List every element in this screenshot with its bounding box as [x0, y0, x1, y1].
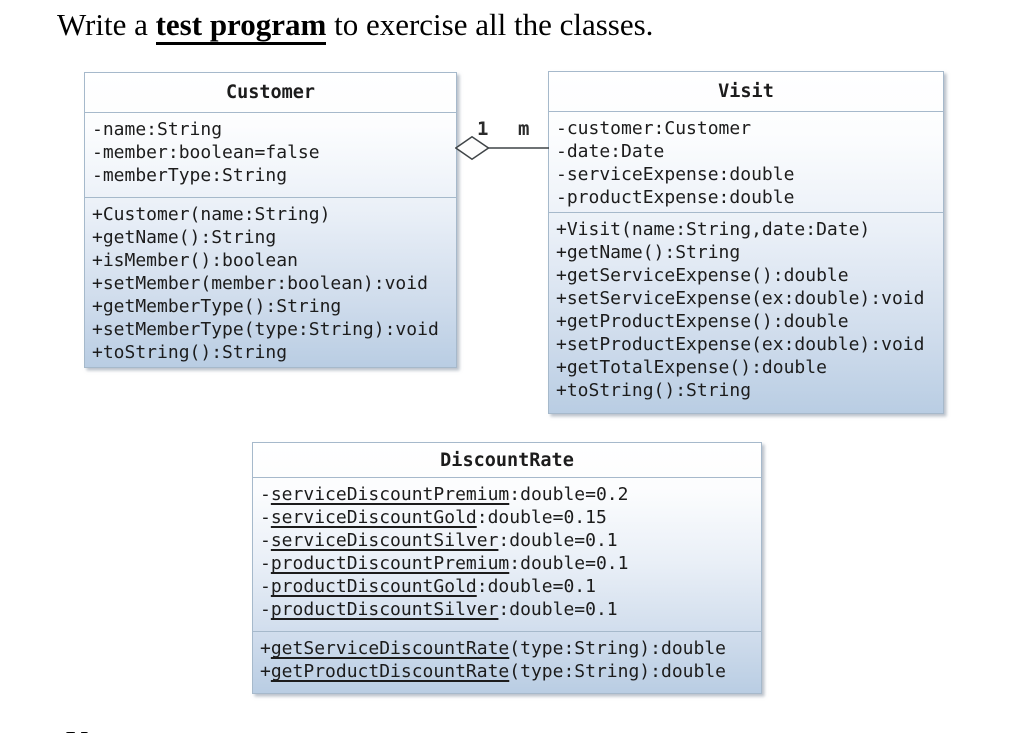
- class-member-line: -customer:Customer: [556, 118, 752, 139]
- class-title-customer: Customer: [225, 82, 316, 103]
- class-member-line: +getTotalExpense():double: [556, 357, 827, 378]
- multiplicity-label-visit: m: [518, 118, 530, 140]
- aggregation-connector: [455, 135, 549, 161]
- class-member-line: +setMemberType(type:String):void: [92, 319, 439, 340]
- class-member-line: -serviceDiscountSilver:double=0.1: [260, 530, 618, 551]
- class-methods-discountrate: +getServiceDiscountRate(type:String):dou…: [253, 631, 761, 693]
- class-methods-customer: +Customer(name:String)+getName():String+…: [85, 197, 456, 367]
- class-attributes-visit: -customer:Customer-date:Date-serviceExpe…: [549, 111, 943, 212]
- class-member-line: -serviceDiscountPremium:double=0.2: [260, 484, 629, 505]
- class-attributes-discountrate: -serviceDiscountPremium:double=0.2-servi…: [253, 477, 761, 631]
- class-member-line: +setServiceExpense(ex:double):void: [556, 288, 925, 309]
- class-member-line: +getServiceDiscountRate(type:String):dou…: [260, 638, 727, 659]
- heading-text-pre: Write a: [57, 7, 156, 42]
- aggregation-diamond-icon: [455, 135, 490, 161]
- class-member-line: +toString():String: [92, 342, 288, 363]
- class-member-line: -member:boolean=false: [92, 142, 320, 163]
- class-title-visit: Visit: [718, 81, 774, 102]
- class-member-line: +Visit(name:String,date:Date): [556, 219, 871, 240]
- class-attributes-customer: -name:String-member:boolean=false-member…: [85, 112, 456, 197]
- class-methods-visit: +Visit(name:String,date:Date)+getName():…: [549, 212, 943, 413]
- class-member-line: +getName():String: [556, 242, 741, 263]
- class-member-line: -productDiscountPremium:double=0.1: [260, 553, 629, 574]
- class-member-line: +toString():String: [556, 380, 752, 401]
- class-box-customer: Customer -name:String-member:boolean=fal…: [84, 72, 457, 368]
- class-member-line: -memberType:String: [92, 165, 288, 186]
- class-member-line: +getProductExpense():double: [556, 311, 849, 332]
- multiplicity-label-customer: 1: [477, 118, 489, 140]
- class-member-line: -productDiscountGold:double=0.1: [260, 576, 596, 597]
- class-box-discountrate: DiscountRate -serviceDiscountPremium:dou…: [252, 442, 762, 694]
- class-title-discountrate: DiscountRate: [440, 449, 574, 471]
- class-member-line: -date:Date: [556, 141, 665, 162]
- heading-text-post: to exercise all the classes.: [326, 7, 654, 42]
- class-box-visit: Visit -customer:Customer-date:Date-servi…: [548, 71, 944, 414]
- clipped-bottom-text: You: [66, 724, 116, 733]
- class-member-line: +setProductExpense(ex:double):void: [556, 334, 925, 355]
- class-member-line: +setMember(member:boolean):void: [92, 273, 428, 294]
- class-member-line: +getMemberType():String: [92, 296, 342, 317]
- heading-emphasis: test program: [155, 7, 327, 45]
- class-member-line: +getServiceExpense():double: [556, 265, 849, 286]
- class-member-line: +Customer(name:String): [92, 204, 331, 225]
- class-member-line: -productExpense:double: [556, 187, 795, 208]
- class-member-line: +getName():String: [92, 227, 277, 248]
- class-member-line: -productDiscountSilver:double=0.1: [260, 599, 618, 620]
- class-member-line: -serviceExpense:double: [556, 164, 795, 185]
- class-member-line: -name:String: [92, 119, 223, 140]
- page-heading: Write a test program to exercise all the…: [57, 6, 654, 45]
- class-member-line: -serviceDiscountGold:double=0.15: [260, 507, 607, 528]
- class-member-line: +getProductDiscountRate(type:String):dou…: [260, 661, 727, 682]
- class-member-line: +isMember():boolean: [92, 250, 298, 271]
